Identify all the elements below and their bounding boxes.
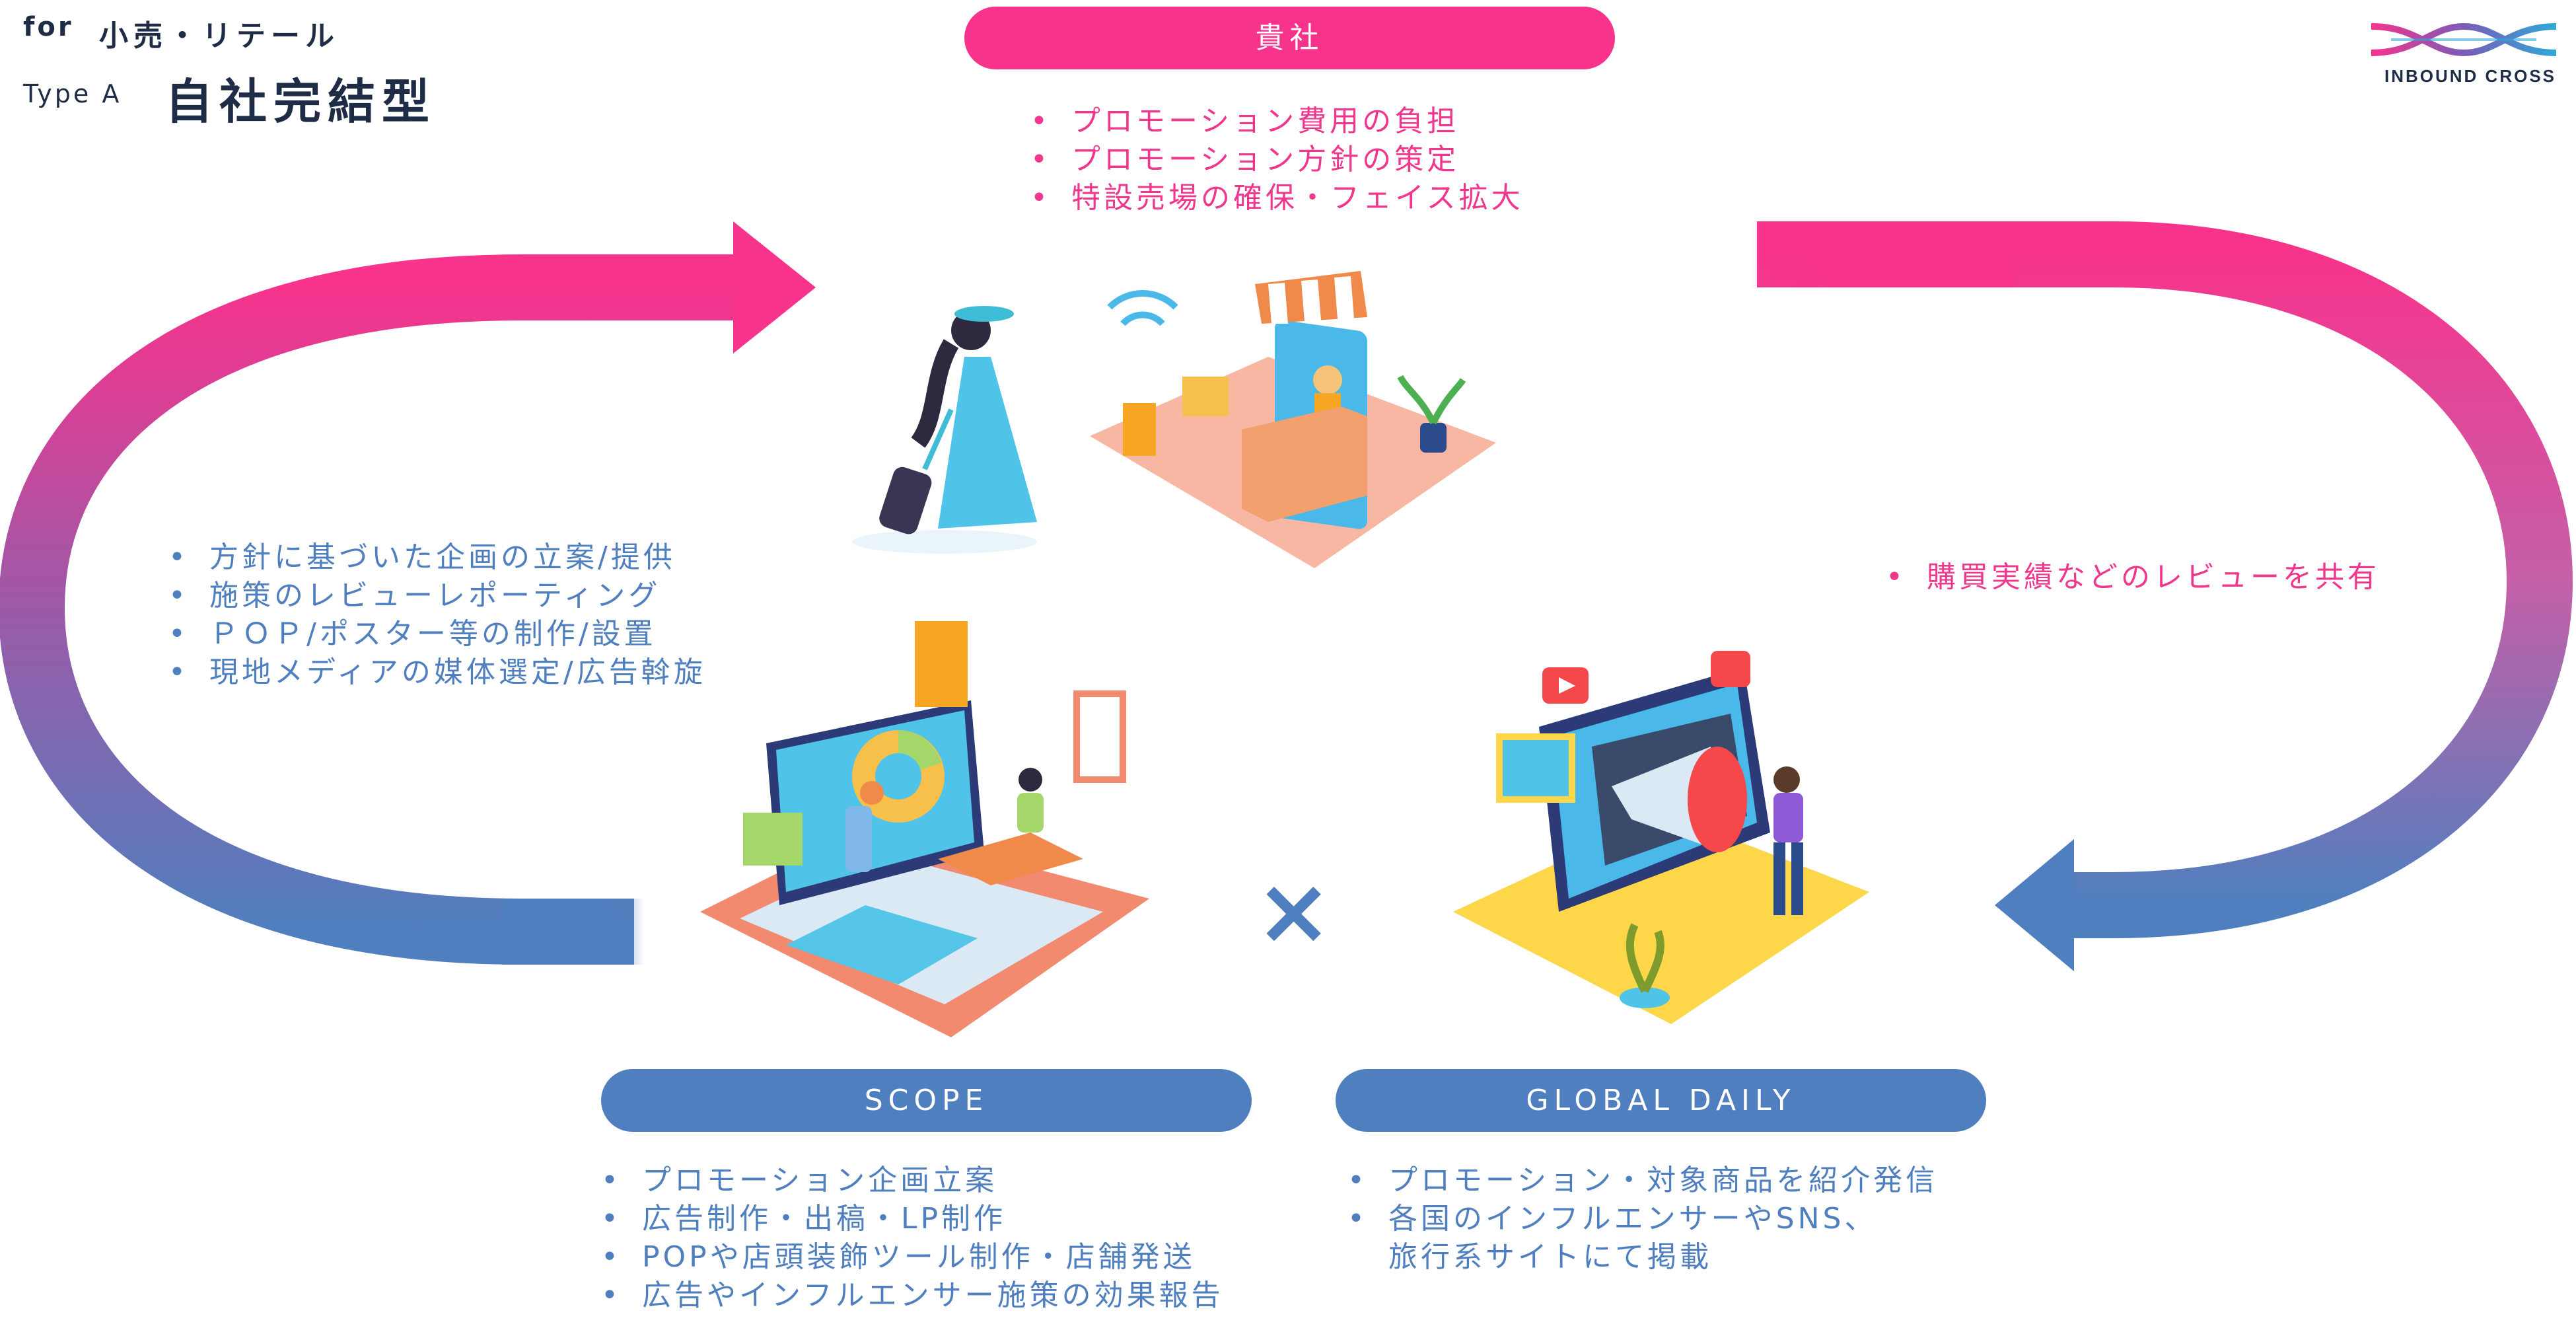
- support-item: 方針に基づいた企画の立案/提供: [168, 538, 706, 577]
- company-item: プロモーション費用の負担: [1030, 102, 1524, 141]
- cross-symbol: ×: [1255, 858, 1333, 965]
- support-item: 施策のレビューレポーティング: [168, 577, 706, 615]
- global-daily-item-continued: 旅行系サイトにて掲載: [1388, 1240, 1712, 1274]
- right-arrow-head: [1995, 839, 2074, 971]
- scope-item: POPや店頭装飾ツール制作・店舗発送: [601, 1238, 1224, 1277]
- global-daily-label: GLOBAL DAILY: [1336, 1069, 1986, 1132]
- megaphone-illustration: [1453, 651, 1869, 1024]
- scope-item: 広告やインフルエンサー施策の効果報告: [601, 1277, 1224, 1315]
- header-industry: 小売・リテール: [99, 19, 340, 53]
- global-daily-list: プロモーション・対象商品を紹介発信 各国のインフルエンサーやSNS、 旅行系サイ…: [1347, 1162, 1938, 1277]
- shop-illustration: [852, 271, 1496, 568]
- logo-text: INBOUND CROSS: [2384, 66, 2557, 86]
- scope-item: プロモーション企画立案: [601, 1162, 1224, 1200]
- global-daily-item: 各国のインフルエンサーやSNS、: [1347, 1200, 1938, 1238]
- analytics-illustration: [700, 621, 1149, 1037]
- company-item: プロモーション方針の策定: [1030, 141, 1524, 179]
- page-title: 自社完結型: [165, 74, 437, 130]
- review-list: 購買実績などのレビューを共有: [1886, 558, 2380, 597]
- support-item: ＰＯＰ/ポスター等の制作/設置: [168, 615, 706, 653]
- company-label: 貴社: [964, 7, 1615, 69]
- header-type-label: Type A: [23, 79, 122, 108]
- logo-mark-icon: [2371, 22, 2557, 57]
- scope-label: SCOPE: [601, 1069, 1252, 1132]
- scope-item: 広告制作・出稿・LP制作: [601, 1200, 1224, 1238]
- support-item: 現地メディアの媒体選定/広告斡旋: [168, 653, 706, 692]
- logo: INBOUND CROSS: [2365, 13, 2563, 86]
- scope-list: プロモーション企画立案 広告制作・出稿・LP制作 POPや店頭装飾ツール制作・店…: [601, 1162, 1224, 1315]
- header-for-label: for: [23, 12, 74, 42]
- left-arrow-head: [733, 221, 816, 353]
- support-list: 方針に基づいた企画の立案/提供 施策のレビューレポーティング ＰＯＰ/ポスター等…: [168, 538, 706, 692]
- company-item: 特設売場の確保・フェイス拡大: [1030, 179, 1524, 217]
- review-item: 購買実績などのレビューを共有: [1886, 558, 2380, 597]
- global-daily-item: プロモーション・対象商品を紹介発信: [1347, 1162, 1938, 1200]
- company-list: プロモーション費用の負担 プロモーション方針の策定 特設売場の確保・フェイス拡大: [1030, 102, 1524, 217]
